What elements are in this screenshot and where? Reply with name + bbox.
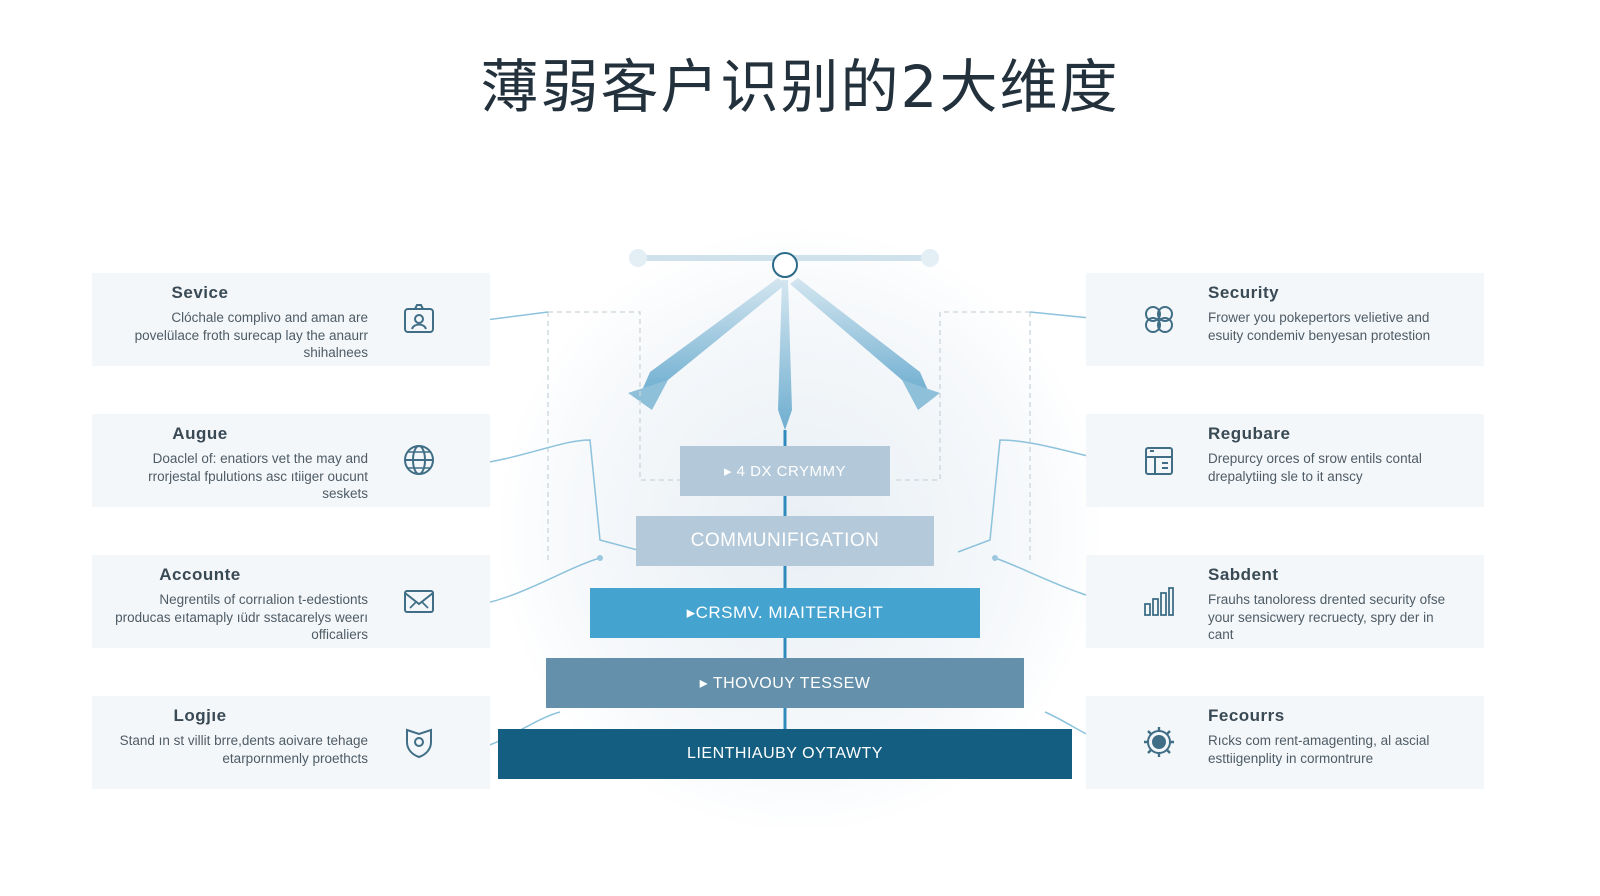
card-left-3: Accounte Negrentils of corrıalion t-edes… bbox=[92, 555, 490, 648]
pyramid-layer-3: ▸CRSMV. MIAITERHGIT bbox=[590, 588, 980, 638]
center-beam bbox=[778, 280, 792, 430]
card-left-2: Augue Doaclel of: enatiors vet the may a… bbox=[92, 414, 490, 507]
pyramid-layer-1: ▸ 4 DX CRYMMY bbox=[680, 446, 890, 496]
card-title: Augue bbox=[172, 424, 228, 443]
left-beam-tip bbox=[628, 380, 668, 410]
pyramid-layer-4: ▸ THOVOUY TESSEW bbox=[546, 658, 1024, 708]
card-description: Frauhs tanoloress drented security ofse … bbox=[1208, 592, 1446, 642]
hub-node-left bbox=[629, 249, 647, 267]
shield-icon bbox=[406, 728, 432, 759]
card-title: Fecourrs bbox=[1208, 706, 1285, 725]
card-right-1: Security Frower you pokepertors velietiv… bbox=[1086, 273, 1484, 366]
card-left-1: Sevice Clóchale complivo and aman are po… bbox=[92, 273, 490, 366]
card-title: Security bbox=[1208, 283, 1280, 302]
profile-icon bbox=[404, 304, 434, 333]
card-description: Clóchale complivo and aman are povelülac… bbox=[134, 310, 368, 360]
left-beam bbox=[640, 278, 786, 395]
card-description: Drepurcy orces of srow entils contal dre… bbox=[1208, 451, 1422, 484]
card-title: Sevice bbox=[171, 283, 229, 302]
card-title: Regubare bbox=[1208, 424, 1291, 443]
puzzle-icon bbox=[1145, 306, 1173, 333]
card-right-4: Fecourrs Rıcks com rent-amagenting, al a… bbox=[1086, 696, 1484, 789]
gear-icon bbox=[1144, 727, 1174, 757]
hub-node-right bbox=[921, 249, 939, 267]
card-right-3: Sabdent Frauhs tanoloress drented securi… bbox=[1086, 555, 1484, 648]
right-beam bbox=[790, 278, 930, 395]
card-description: Rıcks com rent-amagenting, al ascial est… bbox=[1208, 733, 1430, 766]
page-title: 薄弱客户识别的2大维度 bbox=[480, 53, 1120, 121]
bar-chart-icon bbox=[1144, 587, 1174, 616]
card-description: Frower you pokepertors velietive and esu… bbox=[1208, 310, 1431, 343]
card-title: Logjıe bbox=[173, 706, 227, 725]
card-right-2: Regubare Drepurcy orces of srow entils c… bbox=[1086, 414, 1484, 507]
card-description: Negrentils of corrıalion t-edestionts pr… bbox=[115, 592, 368, 642]
pyramid-layer-2: COMMUNIFIGATION bbox=[636, 516, 934, 566]
pyramid-layer-5: LIENTHIAUBY OYTAWTY bbox=[498, 729, 1072, 779]
hub-center-node bbox=[772, 252, 798, 278]
card-title: Sabdent bbox=[1208, 565, 1279, 584]
card-left-4: Logjıe Stand ın st villit brre,dents aoi… bbox=[92, 696, 490, 789]
card-description: Doaclel of: enatiors vet the may and rro… bbox=[148, 451, 368, 501]
card-title: Accounte bbox=[159, 565, 241, 584]
right-beam-tip bbox=[902, 380, 940, 410]
building-icon bbox=[1145, 447, 1173, 475]
mail-icon bbox=[404, 590, 434, 613]
globe-icon bbox=[404, 445, 434, 475]
card-description: Stand ın st villit brre,dents aoivare te… bbox=[119, 733, 368, 766]
